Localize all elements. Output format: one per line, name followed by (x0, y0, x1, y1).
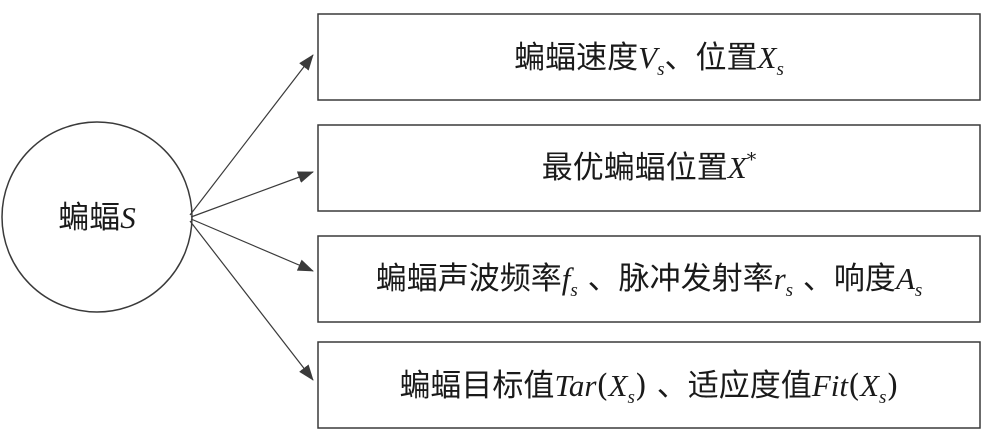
box-4-text-part: ) (886, 368, 898, 404)
box-3-frame (317, 235, 981, 323)
box-2-frame (317, 124, 981, 212)
box-4-frame (317, 341, 981, 429)
box-1-text-part: 、位置 (665, 40, 758, 76)
box-3-text-part: s (570, 280, 577, 301)
box-1-frame (317, 13, 981, 101)
box-4-text: 蝙蝠目标值Tar(Xs) 、适应度值Fit(Xs) (399, 368, 898, 408)
box-3: 蝙蝠声波频率fs 、脉冲发射率rs 、响度As (317, 235, 981, 323)
box-1-text-part: V (638, 40, 660, 75)
box-4-text-part: ) 、适应度值 (635, 368, 812, 404)
center-node: 蝙蝠S (1, 121, 193, 313)
center-node-label-group: 蝙蝠S (58, 200, 136, 236)
box-4-text-part: ( (596, 368, 608, 404)
box-1-text-part: X (756, 40, 778, 75)
box-3-text: 蝙蝠声波频率fs 、脉冲发射率rs 、响度As (376, 261, 923, 301)
box-4-text-part: X (858, 368, 880, 403)
box-1-text-part: s (657, 59, 664, 80)
box-3-text-part: s (786, 280, 793, 301)
center-node-label: 蝙蝠 (58, 200, 120, 236)
box-2-text: 最优蝙蝠位置X* (542, 149, 757, 186)
arrow-to-box-3 (190, 218, 314, 272)
box-3-text-part: 、响度 (793, 261, 896, 297)
arrow-to-box-2 (190, 171, 314, 218)
box-1-text-part: 蝙蝠速度 (514, 40, 638, 76)
box-2-text-part: 最优蝙蝠位置 (542, 150, 728, 186)
box-4: 蝙蝠目标值Tar(Xs) 、适应度值Fit(Xs) (317, 341, 981, 429)
box-4-text-part: s (879, 387, 886, 408)
box-4-text-part: ( (848, 368, 860, 404)
box-3-text-part: 蝙蝠声波频率 (376, 261, 562, 297)
box-1-text-part: s (776, 59, 783, 80)
arrows (189, 54, 314, 381)
arrow-to-box-4 (189, 220, 314, 381)
box-1: 蝙蝠速度Vs、位置Xs (317, 13, 981, 101)
box-3-text-part: r (774, 261, 787, 296)
center-node-symbol: S (120, 200, 136, 235)
box-2: 最优蝙蝠位置X* (317, 124, 981, 212)
box-3-text-part: s (915, 280, 922, 301)
box-3-text-part: 、脉冲发射率 (578, 261, 774, 297)
box-4-text-part: X (607, 368, 629, 403)
box-1-text: 蝙蝠速度Vs、位置Xs (514, 40, 784, 80)
box-4-text-part: Fit (811, 368, 850, 403)
box-2-text-part: * (747, 149, 757, 171)
box-4-text-part: 蝙蝠目标值 (399, 368, 554, 404)
arrow-to-box-1 (189, 54, 314, 216)
box-4-text-part: s (627, 387, 634, 408)
box-2-text-part: X (726, 150, 748, 185)
box-4-text-part: Tar (554, 368, 597, 403)
box-3-text-part: A (894, 261, 916, 296)
